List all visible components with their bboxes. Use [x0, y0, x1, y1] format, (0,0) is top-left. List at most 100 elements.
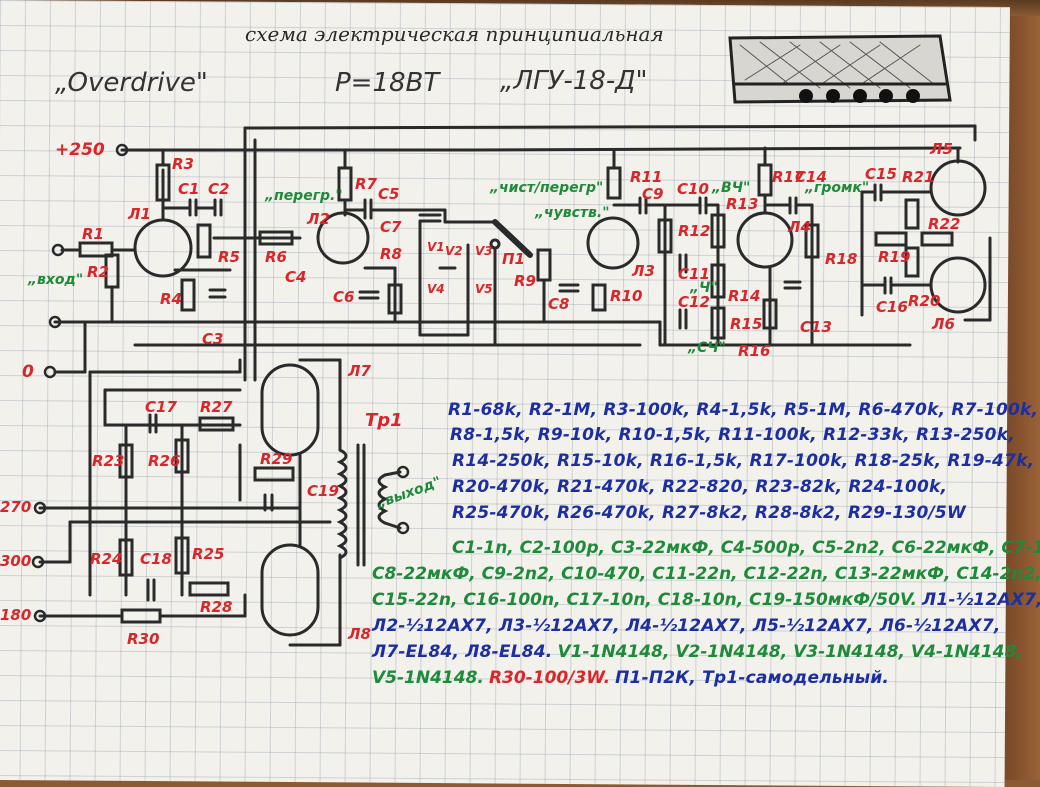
label-R14: R14 — [728, 287, 761, 305]
label-C18: C18 — [140, 550, 172, 568]
label-C6: C6 — [333, 288, 355, 306]
power-rating: P=18ВТ — [335, 68, 440, 98]
label-C19: C19 — [307, 482, 339, 500]
label-R3: R3 — [172, 155, 194, 173]
parts-line: R1-68k, R2-1M, R3-100k, R4-1,5k, R5-1M, … — [448, 400, 1039, 420]
wires — [38, 124, 992, 647]
label-V2: V2 — [445, 244, 463, 258]
parts-line: R25-470k, R26-470k, R27-8k2, R28-8k2, R2… — [452, 503, 966, 523]
label-C3: C3 — [202, 330, 224, 348]
label-clean-switch: „чист/перегр" — [490, 180, 604, 196]
label-R7: R7 — [355, 175, 377, 193]
project-name: „Overdrive" — [55, 68, 208, 98]
terminal-300: 300 — [0, 552, 32, 570]
label-R11: R11 — [630, 168, 663, 186]
label-C2: C2 — [208, 180, 230, 198]
label-R27: R27 — [200, 398, 233, 416]
label-treble: „ВЧ" — [712, 180, 751, 196]
label-L2: Л2 — [307, 210, 330, 228]
parts-line: R14-250k, R15-10k, R16-1,5k, R17-100k, R… — [452, 451, 1035, 471]
terminal-180: 180 — [0, 606, 32, 624]
parts-output-tubes: Л7-EL84, Л8-EL84. — [372, 642, 553, 662]
label-R8: R8 — [380, 245, 402, 263]
label-V5: V5 — [475, 282, 493, 296]
label-L1: Л1 — [128, 205, 151, 223]
label-C4: C4 — [285, 268, 307, 286]
label-R4: R4 — [160, 290, 182, 308]
label-R30: R30 — [127, 630, 160, 648]
label-R16: R16 — [738, 342, 771, 360]
label-L8: Л8 — [348, 625, 371, 643]
label-V1: V1 — [427, 240, 445, 254]
label-L7: Л7 — [348, 362, 371, 380]
model-name: „ЛГУ-18-Д" — [500, 66, 648, 96]
label-R9: R9 — [514, 272, 536, 290]
parts-line: C8-22мкФ, C9-2n2, C10-470, C11-22n, C12-… — [372, 564, 1040, 584]
terminal-ground: 0 — [22, 362, 34, 382]
label-input: „вход" — [28, 272, 84, 288]
label-R23: R23 — [92, 452, 125, 470]
parts-r30: R30-100/3W. — [488, 668, 611, 688]
label-R21: R21 — [902, 168, 935, 186]
label-P1: П1 — [502, 250, 525, 268]
label-R26: R26 — [148, 452, 181, 470]
schematic-title: схема электрическая принципиальная — [245, 22, 664, 46]
parts-switch-transformer: П1-П2К, Тр1-самодельный. — [615, 668, 890, 688]
label-C14: C14 — [795, 168, 827, 186]
label-L6: Л6 — [932, 315, 955, 333]
label-L5: Л5 — [930, 140, 953, 158]
parts-line: Л2-½12AX7, Л3-½12AX7, Л4-½12AX7, Л5-½12A… — [372, 616, 1001, 636]
label-R17: R17 — [772, 168, 805, 186]
label-R25: R25 — [192, 545, 225, 563]
label-sensitivity: „чувств." — [535, 205, 610, 221]
label-V4: V4 — [427, 282, 445, 296]
label-R13: R13 — [726, 195, 759, 213]
parts-diode-v5: V5-1N4148. — [372, 668, 484, 688]
label-R28: R28 — [200, 598, 233, 616]
label-L4: Л4 — [788, 218, 811, 236]
label-C17: C17 — [145, 398, 177, 416]
label-R24: R24 — [90, 550, 123, 568]
parts-tube-l1: Л1-½12AX7, — [922, 590, 1040, 610]
parts-caps-tail: C15-22n, C16-100n, C17-10n, C18-10n, C19… — [372, 590, 917, 610]
label-R2: R2 — [87, 263, 109, 281]
parts-line: R8-1,5k, R9-10k, R10-1,5k, R11-100k, R12… — [450, 425, 1015, 445]
label-bass: „Ч" — [690, 280, 718, 296]
label-C9: C9 — [642, 185, 664, 203]
parts-line: Л7-EL84, Л8-EL84. V1-1N4148, V2-1N4148, … — [372, 642, 1023, 662]
parts-line: R20-470k, R21-470k, R22-820, R23-82k, R2… — [452, 477, 948, 497]
label-R5: R5 — [218, 248, 240, 266]
terminal-270: 270 — [0, 498, 32, 516]
label-C10: C10 — [677, 180, 709, 198]
label-C13: C13 — [800, 318, 832, 336]
label-R22: R22 — [928, 215, 961, 233]
label-R12: R12 — [678, 222, 711, 240]
label-R18: R18 — [825, 250, 858, 268]
label-V3: V3 — [475, 244, 493, 258]
label-R19: R19 — [878, 248, 911, 266]
label-C7: C7 — [380, 218, 402, 236]
label-overdrive: „перегр." — [265, 188, 343, 204]
amplifier-head-sketch — [728, 34, 952, 104]
parts-line: C1-1n, C2-100p, C3-22мкФ, C4-500p, C5-2n… — [452, 538, 1040, 558]
label-R6: R6 — [265, 248, 287, 266]
label-L3: Л3 — [632, 262, 655, 280]
label-C5: C5 — [378, 185, 400, 203]
label-R15: R15 — [730, 315, 763, 333]
label-C11: C11 — [678, 265, 710, 283]
label-R20: R20 — [908, 292, 941, 310]
label-C1: C1 — [178, 180, 200, 198]
label-mid: „СЧ" — [688, 340, 726, 356]
label-R1: R1 — [82, 225, 104, 243]
parts-line: V5-1N4148. R30-100/3W. П1-П2К, Тр1-самод… — [372, 668, 889, 688]
terminals — [31, 143, 410, 623]
label-R10: R10 — [610, 287, 643, 305]
label-C8: C8 — [548, 295, 570, 313]
parts-line: C15-22n, C16-100n, C17-10n, C18-10n, C19… — [372, 590, 1040, 610]
label-volume: „громк" — [805, 180, 870, 196]
label-R29: R29 — [260, 450, 293, 468]
label-Tr1: Тр1 — [365, 410, 403, 431]
label-C12: C12 — [678, 293, 710, 311]
label-C15: C15 — [865, 165, 897, 183]
